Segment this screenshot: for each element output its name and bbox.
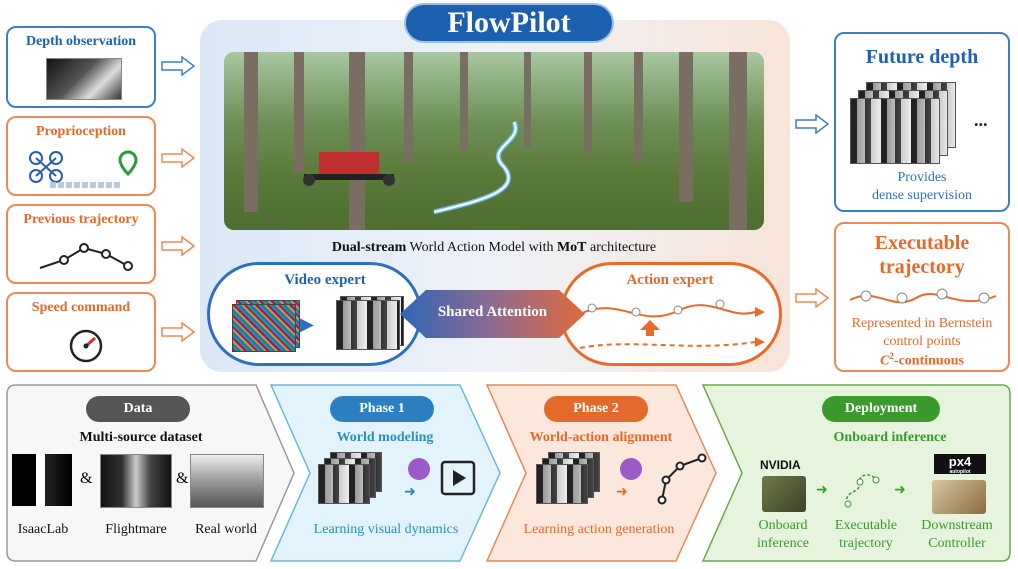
output-future-depth: Future depth ... Provides dense supervis…: [834, 32, 1010, 212]
deploy-subtitle: Onboard inference: [833, 430, 947, 445]
depth-frame: [850, 98, 940, 164]
arrow-right-icon: [161, 236, 196, 256]
arrow-right-icon: [161, 56, 196, 76]
realworld-thumb: [190, 454, 264, 508]
brain-icon: [620, 458, 642, 480]
shared-attention-label: Shared Attention: [437, 304, 548, 320]
trajectory-icon: [657, 453, 707, 505]
brain-icon: [408, 458, 430, 480]
input-proprioception: Proprioception: [6, 116, 156, 196]
output-executable-trajectory: Executable trajectory Represented in Ber…: [834, 222, 1010, 372]
page-title: FlowPilot: [447, 6, 571, 39]
arrow-right-icon: ➜: [816, 483, 828, 498]
forest-photo: [224, 52, 764, 230]
shared-attention-bar: [400, 290, 585, 338]
forest-trees: [244, 52, 747, 230]
speedometer-icon: [69, 329, 103, 363]
isaaclab-thumb: [12, 454, 72, 506]
data-subtitle: Multi-source dataset: [79, 430, 203, 445]
arrow-right-icon: ➜: [404, 485, 416, 500]
phase2-label: Phase 2: [544, 396, 648, 422]
arrow-right-icon: ➜: [616, 485, 628, 500]
deployment-label: Deployment: [822, 396, 940, 422]
action-trajectory: [579, 299, 765, 349]
depth-frame: [336, 300, 400, 350]
ellipsis: ...: [974, 110, 988, 130]
video-play-icon: [440, 460, 476, 496]
title-pill: FlowPilot: [404, 3, 614, 43]
deployment-panel: [702, 384, 1011, 562]
phase2-subtitle: World-action alignment: [529, 430, 673, 445]
arrow-right-icon: [161, 322, 196, 342]
model-caption: Dual-stream World Action Model with MoT …: [331, 240, 657, 255]
input-depth-observation: Depth observation: [6, 26, 156, 108]
depth-thumbnail: [46, 58, 122, 100]
input-speed-command: Speed command: [6, 292, 156, 372]
phase2-panel: [486, 384, 717, 562]
trajectory-icon: [39, 243, 133, 271]
depth-frame: [318, 464, 370, 504]
bernstein-trajectory: [849, 288, 997, 304]
arrow-right-icon: ➜: [894, 483, 906, 498]
drone-icon: [303, 152, 395, 186]
arrow-right-icon: [795, 114, 830, 134]
trajectory-icon: [844, 474, 880, 508]
arrow-right-icon: [795, 288, 830, 308]
action-expert-label: Action expert: [626, 272, 714, 288]
phase1-panel: [270, 384, 501, 562]
input-previous-trajectory: Previous trajectory: [6, 204, 156, 284]
arrow-right-icon: [161, 148, 196, 168]
phase1-subtitle: World modeling: [336, 430, 434, 445]
nvidia-logo: NVIDIA: [760, 458, 801, 472]
flightmare-thumb: [100, 454, 172, 508]
drone-icon: [29, 150, 138, 188]
noise-frame: [232, 304, 296, 352]
flight-controller-board: [932, 480, 986, 514]
phase1-label: Phase 1: [330, 396, 434, 422]
data-label: Data: [86, 396, 190, 422]
jetson-board: [762, 476, 806, 512]
depth-frame: [536, 464, 588, 504]
arrow-right-icon: ▶: [300, 314, 314, 334]
video-expert-label: Video expert: [284, 272, 366, 288]
